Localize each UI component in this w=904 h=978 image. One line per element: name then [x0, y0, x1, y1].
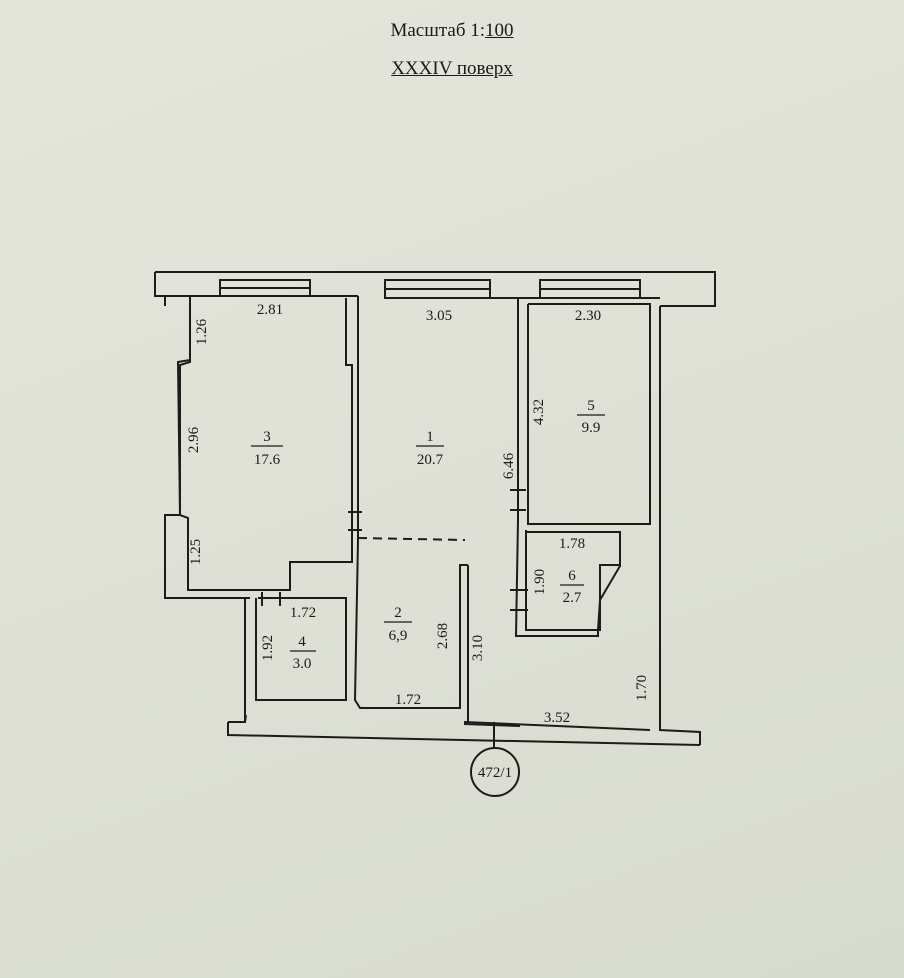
dim-room3-left-wall: 2.96 [186, 426, 202, 453]
outer-right-wall [659, 306, 701, 745]
room6-area: 2.7 [563, 590, 582, 606]
room5-area: 9.9 [582, 420, 601, 436]
room4-number: 4 [298, 634, 306, 650]
scale-label: Масштаб 1:100 [0, 20, 904, 42]
scale-prefix: Масштаб 1: [390, 20, 486, 41]
room2-area: 6,9 [389, 628, 408, 644]
dim-corridor-right: 1.70 [634, 675, 650, 701]
room1-area: 20.7 [417, 452, 444, 468]
apartment-number: 472/1 [478, 765, 512, 781]
dim-corridor-left: 3.10 [470, 635, 486, 661]
room3-outline [179, 298, 353, 591]
apartment-badge: 472/1 [470, 738, 520, 797]
room6-outline [525, 530, 621, 631]
window-room5 [539, 279, 641, 299]
room5-outline [527, 303, 651, 525]
dim-room4-left-wall: 1.92 [260, 635, 276, 661]
dim-corridor-bottom: 3.52 [544, 710, 570, 726]
window-room1 [384, 279, 491, 299]
room6-number: 6 [568, 568, 576, 584]
room-divider-dashed [357, 537, 466, 541]
top-wall [154, 271, 716, 599]
dim-room1-right-wall: 6.46 [501, 452, 517, 479]
dim-room5-width: 2.30 [575, 308, 601, 324]
dim-room6-width: 1.78 [559, 536, 585, 552]
outer-bottom-wall [227, 598, 701, 746]
dim-room2-right-wall: 2.68 [435, 623, 451, 649]
room1-number: 1 [426, 429, 434, 445]
dim-room1-width: 3.05 [426, 308, 452, 324]
room4-outline [255, 597, 347, 701]
dim-room6-left-wall: 1.90 [532, 569, 548, 595]
corridor-bottom [463, 565, 651, 731]
floor-label: XXXIV поверх [0, 58, 904, 80]
room4-area: 3.0 [293, 656, 312, 672]
scale-value: 100 [485, 20, 514, 41]
dim-room3-top-wall: 1.26 [194, 318, 210, 345]
window-room3 [219, 279, 311, 297]
room2-number: 2 [394, 605, 402, 621]
dim-room3-width: 2.81 [257, 302, 283, 318]
room1-left-wall [353, 304, 468, 709]
dim-room3-lower-wall: 1.25 [188, 539, 204, 565]
top-wall-inner [190, 295, 660, 304]
room3-number: 3 [263, 429, 271, 445]
room3-area: 17.6 [254, 452, 281, 468]
room5-number: 5 [587, 398, 595, 414]
dim-room5-left-wall: 4.32 [531, 399, 547, 425]
dim-room4-width: 1.72 [290, 605, 316, 621]
entrance-door [463, 722, 521, 738]
dim-room2-bottom: 1.72 [395, 692, 421, 708]
floor-title: XXXIV поверх [391, 58, 513, 79]
